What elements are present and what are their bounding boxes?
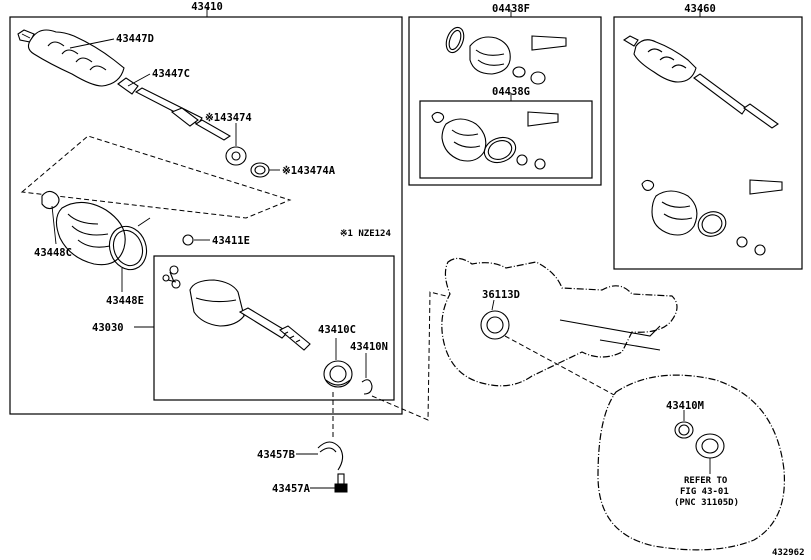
label-43447D: 43447D: [116, 33, 154, 45]
assembly-43460-group: 43460: [613, 3, 803, 270]
label-36113D: 36113D: [482, 289, 520, 301]
refer-note-line3: (PNC 31105D): [674, 498, 739, 508]
assembly-43030-frame: [153, 255, 395, 401]
part-43474A: [250, 162, 270, 178]
differential-housing: [597, 374, 786, 551]
kit-04438F-label: 04438F: [492, 3, 530, 15]
model-note: ※1 NZE124: [340, 229, 391, 239]
refer-note-line2: FIG 43-01: [680, 487, 729, 497]
label-43448C: 43448C: [34, 247, 72, 259]
label-43474: ※143474: [205, 112, 252, 124]
label-43457A: 43457A: [272, 483, 311, 495]
clamp-43448E: [108, 217, 151, 271]
illustration-number: 432962: [772, 548, 805, 558]
part-43410C: [323, 360, 353, 388]
label-43474A: ※143474A: [282, 165, 336, 177]
kit-04438G-frame: [419, 100, 593, 179]
dashed-connector-transaxle: [371, 291, 463, 421]
assembly-43410-label: 43410: [191, 1, 223, 13]
assembly-43460-frame: [613, 16, 803, 270]
label-43447C: 43447C: [152, 68, 190, 80]
label-43411E: 43411E: [212, 235, 250, 247]
label-43030: 43030: [92, 322, 124, 334]
part-43411E: [182, 234, 194, 246]
assembly-43410-frame: [9, 16, 403, 415]
part-43457A: [334, 473, 348, 493]
refer-note-line1: REFER TO: [684, 476, 728, 486]
drive-shaft-outboard: [17, 29, 232, 141]
transaxle-housing: [441, 257, 678, 387]
part-43410N: [361, 379, 373, 395]
inboard-joint-housing: [189, 279, 311, 351]
dashed-callout-region: [20, 135, 292, 219]
kit-04438F-group: 04438F 04438G: [408, 3, 602, 186]
label-43410M: 43410M: [666, 400, 704, 412]
boot-43448C: [41, 190, 126, 266]
label-43448E: 43448E: [106, 295, 144, 307]
assembly-43460-label: 43460: [684, 3, 716, 15]
part-43474: [225, 146, 247, 166]
assembly-43410-group: 43410 43447D 43447C ※143474: [9, 1, 403, 415]
label-43457B: 43457B: [257, 449, 295, 461]
tripod-joint: [162, 265, 181, 289]
label-43410N: 43410N: [350, 341, 388, 353]
label-43410C: 43410C: [318, 324, 356, 336]
kit-04438G-label: 04438G: [492, 86, 530, 98]
part-43457B: [317, 441, 344, 471]
kit-04438F-frame: [408, 16, 602, 186]
